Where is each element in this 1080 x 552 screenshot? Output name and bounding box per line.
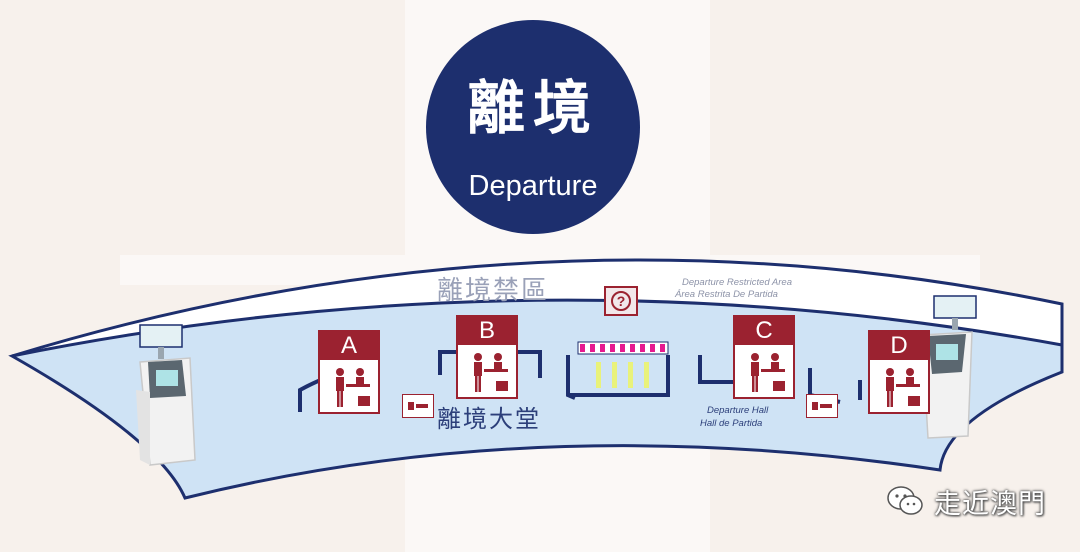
security-lane xyxy=(566,355,670,400)
question-mark-icon: ? xyxy=(611,291,631,311)
watermark-text: 走近澳門 xyxy=(934,488,1046,520)
counter-c: C xyxy=(733,315,795,399)
counter-b: B xyxy=(456,315,518,399)
security-gate-stripes xyxy=(580,344,665,352)
counter-letter: D xyxy=(870,332,928,360)
title-chinese: 離境 xyxy=(466,74,599,142)
counter-d: D xyxy=(868,330,930,414)
counter-a: A xyxy=(318,330,380,414)
counter-letter: C xyxy=(735,317,793,345)
departure-hall-area xyxy=(12,300,1062,498)
check-in-counter-icon xyxy=(886,368,920,407)
self-service-kiosk-right xyxy=(921,295,977,439)
departure-hall-label-en: Departure Hall xyxy=(707,405,769,416)
counter-letter: B xyxy=(458,317,516,345)
terminal-outline xyxy=(8,258,1064,500)
directional-sign-icon xyxy=(402,394,434,418)
self-service-kiosk-left xyxy=(136,324,196,466)
check-in-counter-icon xyxy=(751,353,785,392)
directional-sign-icon xyxy=(806,394,838,418)
counter-letter: A xyxy=(320,332,378,360)
departure-hall-label-pt: Hall de Partida xyxy=(700,418,763,429)
title-english: Departure xyxy=(468,170,598,202)
wechat-logo-icon xyxy=(887,486,923,515)
departure-title-badge: 離境 Departure xyxy=(426,20,640,234)
security-lanes-yellow xyxy=(596,362,649,388)
restricted-area-label-zh: 離境禁區 xyxy=(437,276,550,306)
restricted-area-label-pt: Área Restrita De Partida xyxy=(675,289,778,300)
information-sign: ? xyxy=(604,286,638,316)
watermark: 走近澳門 xyxy=(886,478,1046,524)
check-in-counter-icon xyxy=(474,353,508,392)
departure-hall-label-zh: 離境大堂 xyxy=(437,405,541,433)
restricted-area-label-en: Departure Restricted Area xyxy=(682,277,793,288)
restricted-area xyxy=(12,259,1062,356)
check-in-counter-icon xyxy=(336,368,370,407)
